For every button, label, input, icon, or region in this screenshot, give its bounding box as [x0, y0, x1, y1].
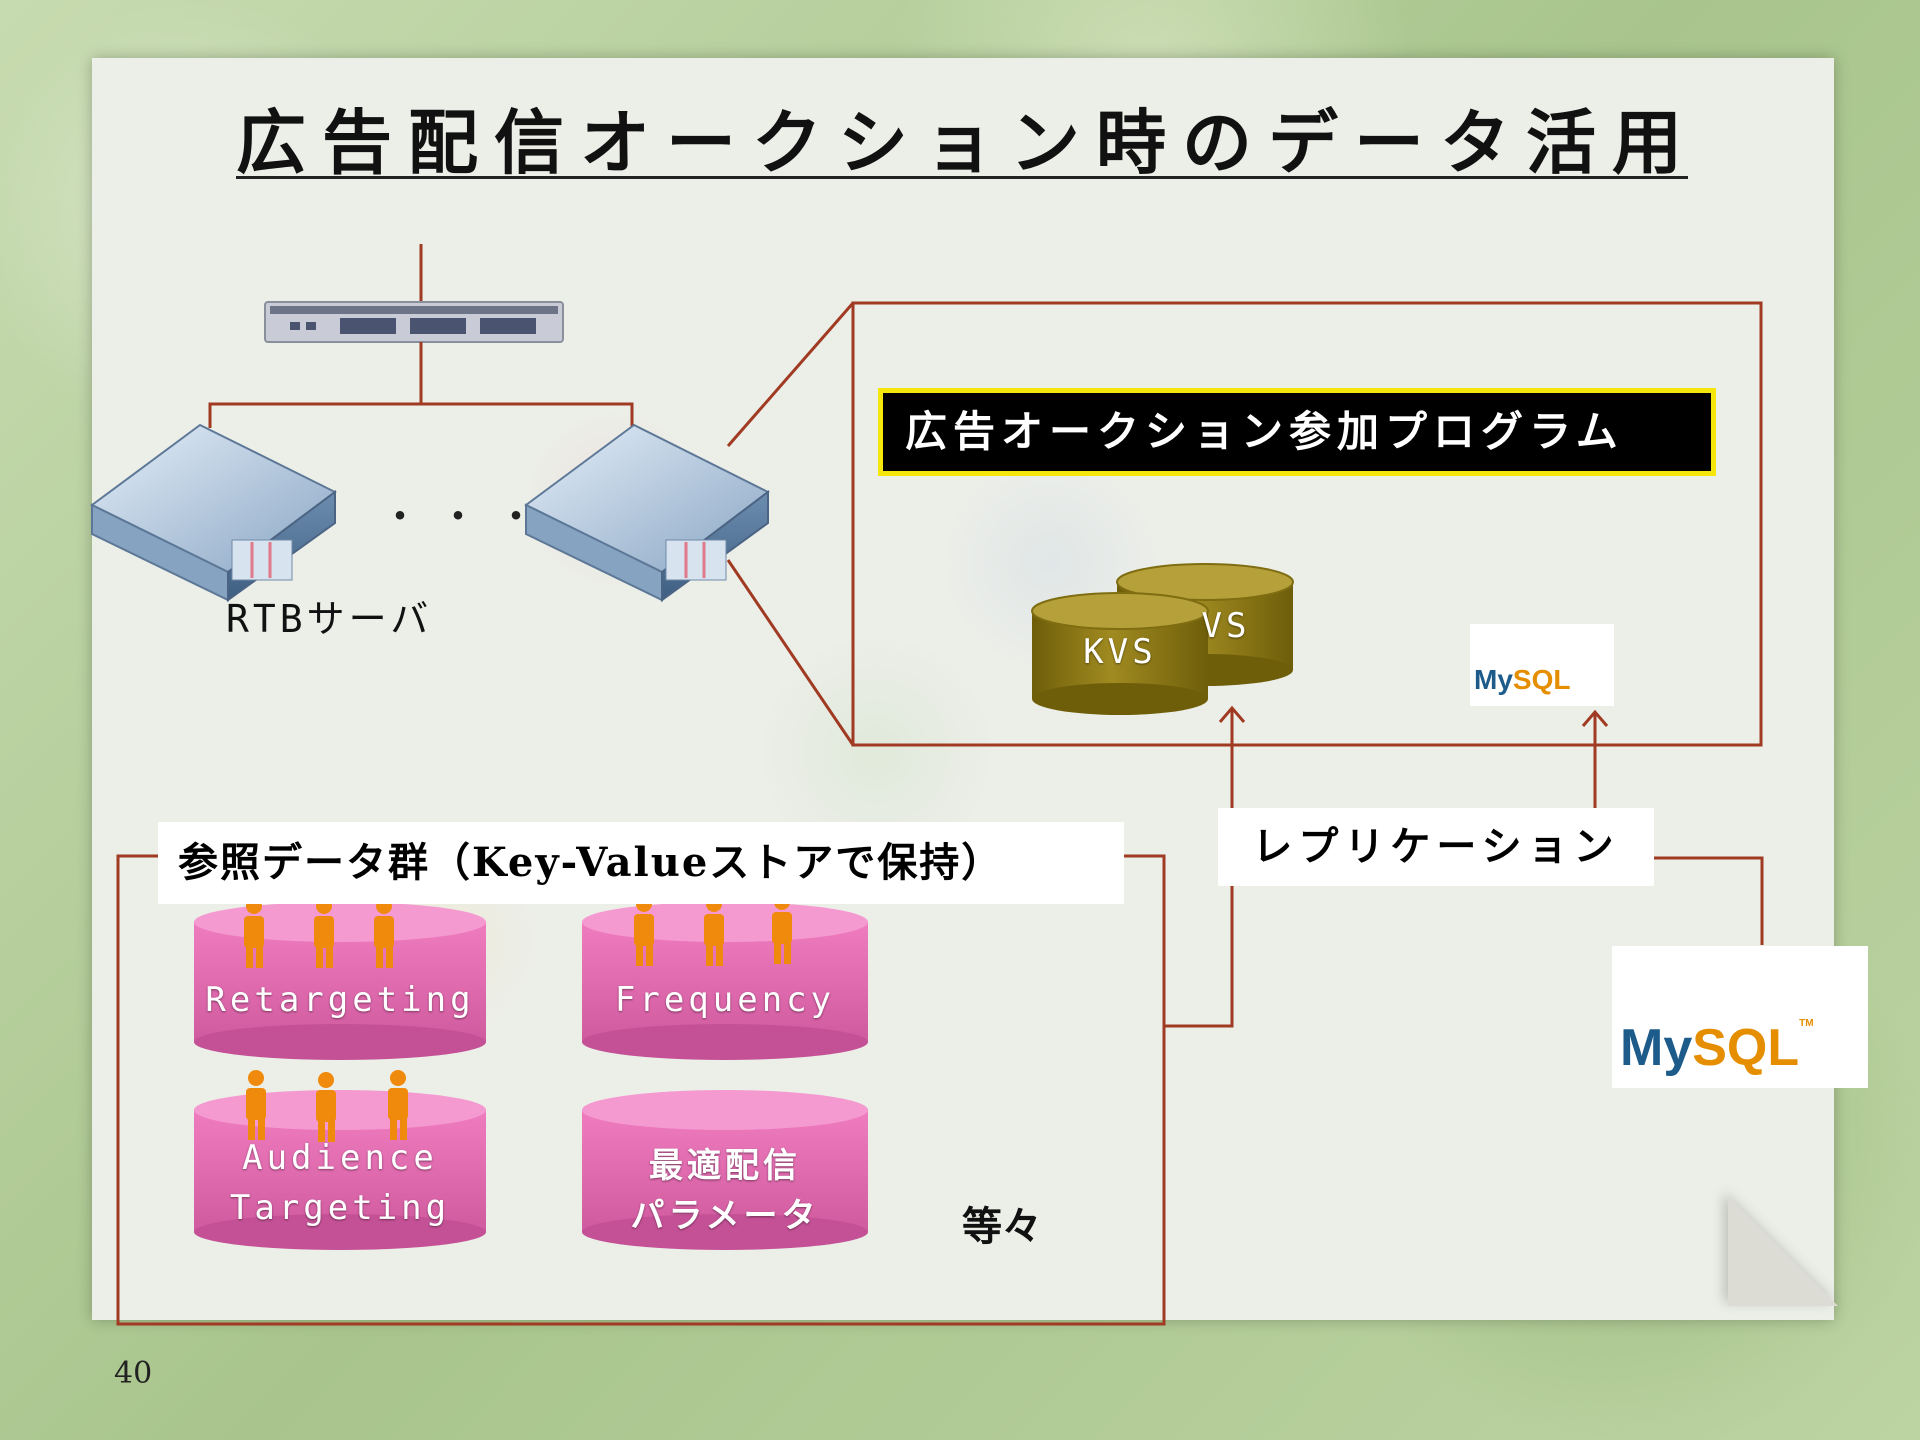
rtb-server-label: RTBサーバ [226, 597, 433, 641]
store-label-params: パラメータ [630, 1196, 820, 1236]
store-label-optimal: 最適配信 [649, 1146, 801, 1186]
rtb-server-2 [524, 423, 770, 602]
mysql-sql: SQL [1512, 664, 1571, 695]
mysql-logo-large-text: MySQLTM [1620, 1018, 1814, 1078]
replication-label: レプリケーション [1218, 808, 1654, 886]
slide-title: 広告配信オークション時のデータ活用 [236, 101, 1698, 184]
zoom-box [726, 301, 1763, 747]
mysql-logo-large [1612, 946, 1868, 1088]
mysql-tm: TM [1799, 1018, 1814, 1029]
person-icon [388, 1070, 408, 1140]
store-optimal-params [582, 1090, 868, 1250]
mysql-my: My [1620, 1019, 1693, 1077]
store-label-retargeting: Retargeting [205, 980, 475, 1020]
mysql-sql: SQL [1692, 1019, 1800, 1077]
page-number: 40 [114, 1356, 153, 1391]
person-icons [244, 894, 792, 1142]
ellipsis-dots: ・・・ [380, 494, 554, 540]
mysql-my: My [1474, 664, 1513, 695]
auction-program-title: 広告オークション参加プログラム [878, 388, 1716, 476]
store-retargeting [194, 902, 486, 1060]
mysql-logo-small-text: MySQL [1474, 664, 1570, 696]
reference-data-title: 参照データ群（Key-Valueストアで保持） [158, 822, 1124, 904]
kvs-back-label: VS [1201, 606, 1251, 646]
person-icon [316, 1072, 336, 1142]
rtb-server-1 [90, 423, 337, 602]
person-icon [314, 898, 334, 968]
store-label-targeting: Targeting [229, 1188, 451, 1228]
person-icon [246, 1070, 266, 1140]
rtb-connectors [208, 342, 634, 428]
kvs-cylinder-front [1031, 592, 1209, 715]
store-label-audience: Audience [242, 1138, 438, 1178]
page-curl [1728, 1196, 1838, 1306]
kvs-front-label: KVS [1083, 632, 1157, 672]
etc-label: 等々 [962, 1203, 1042, 1250]
title-underline [236, 176, 1688, 179]
store-audience-targeting [194, 1090, 486, 1250]
mysql-logo-small [1470, 624, 1614, 706]
network-switch [264, 244, 564, 343]
store-label-frequency: Frequency [614, 980, 836, 1020]
